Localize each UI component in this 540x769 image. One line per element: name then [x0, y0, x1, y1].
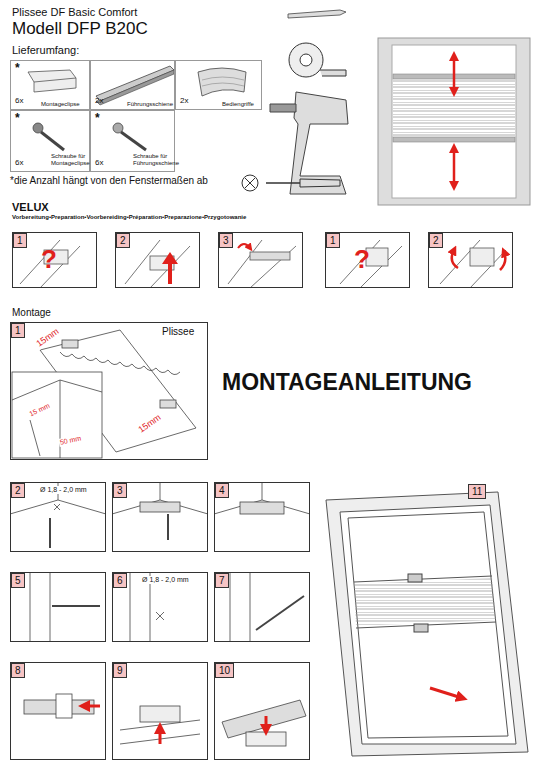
supply-cell: * 6x Schraube für Montageclipse [10, 110, 90, 172]
step-panel: 4 [214, 482, 310, 552]
label-text: 15 mm [27, 401, 51, 418]
callout-number: 6 [113, 573, 127, 588]
label-text: Führungsschiene [127, 101, 173, 108]
callout-number: 7 [215, 573, 229, 588]
step-panel: 5 [10, 572, 106, 642]
label-text: Plissee [161, 326, 195, 337]
label-text: VELUX [12, 201, 49, 213]
label-text: Modell DFP B20C [12, 20, 148, 39]
label-text: 15mm [136, 412, 164, 436]
step-panel: 1? [12, 232, 97, 288]
label-text: Schraube für Führungsschiene [133, 153, 173, 166]
step-panel: 6 Ø 1,8 - 2,0 mm [112, 572, 208, 642]
supply-cell: 2x Führungsschiene [90, 60, 175, 110]
title: Plissee DF Basic Comfort [12, 6, 137, 18]
label-text: * [15, 112, 20, 125]
callout-number: 2 [429, 233, 443, 248]
label-text: 50 mm [58, 434, 82, 446]
step-panel: 2 Ø 1,8 - 2,0 mm [10, 482, 106, 552]
callout-number: 9 [113, 663, 127, 678]
label-text: 6x [15, 159, 23, 168]
label-text: * [95, 112, 100, 125]
callout-number: 3 [113, 483, 127, 498]
step-panel: 2 [428, 232, 513, 288]
callout-number: 2 [116, 233, 130, 248]
step-panel: 2 [115, 232, 200, 288]
heading: MONTAGEANLEITUNG [222, 370, 472, 395]
callout-number: 2 [11, 483, 25, 498]
label-text: 6x [95, 159, 103, 168]
label-text: 6x [15, 97, 23, 106]
step-panel: 1 Plissee 15mm 15mm 15 mm 50 mm [10, 322, 208, 460]
step-panel: 3 [218, 232, 303, 288]
step-panel: 1? [325, 232, 410, 288]
label-text: Vorbereitung•Preparation•Voorbereiding•P… [12, 214, 246, 221]
label-text: 2x [180, 97, 188, 106]
callout-number: 11 [468, 484, 486, 499]
label-text: Ø 1,8 - 2,0 mm [39, 486, 88, 494]
label-text: Ø 1,8 - 2,0 mm [141, 576, 190, 584]
callout-number: 10 [215, 663, 234, 678]
supply-cell: * 6x Montageclipse [10, 60, 90, 110]
step-panel: 7 [214, 572, 310, 642]
label-text: Montageclipse [41, 101, 80, 108]
step-panel: 10 [214, 662, 310, 760]
callout-number: 1 [326, 233, 340, 248]
step-panel: 3 [112, 482, 208, 552]
supply-cell: 2x Bediengriffe [175, 60, 262, 110]
label-text: *die Anzahl hängt von den Fenstermaßen a… [10, 175, 208, 186]
label-text: ? [41, 245, 57, 274]
supply-cell: * 6x Schraube für Führungsschiene [90, 110, 175, 172]
callout-number: 4 [215, 483, 229, 498]
callout-number: 5 [11, 573, 25, 588]
step-panel: 9 [112, 662, 208, 760]
callout-number: 8 [11, 663, 25, 678]
label-text: Bediengriffe [222, 101, 254, 108]
callout-number: 3 [219, 233, 233, 248]
label-text: Montage [12, 307, 51, 318]
label-text: Lieferumfang: [12, 44, 79, 56]
callout-number: 1 [11, 323, 25, 338]
label-text: ? [354, 245, 370, 274]
label-text: Schraube für Montageclipse [51, 153, 87, 166]
label-text: * [15, 62, 20, 75]
step-panel: 11 [318, 482, 533, 760]
label-text: 15mm [34, 326, 62, 350]
callout-number: 1 [13, 233, 27, 248]
step-panel: 8 [10, 662, 106, 760]
label-text: 2x [95, 97, 103, 106]
